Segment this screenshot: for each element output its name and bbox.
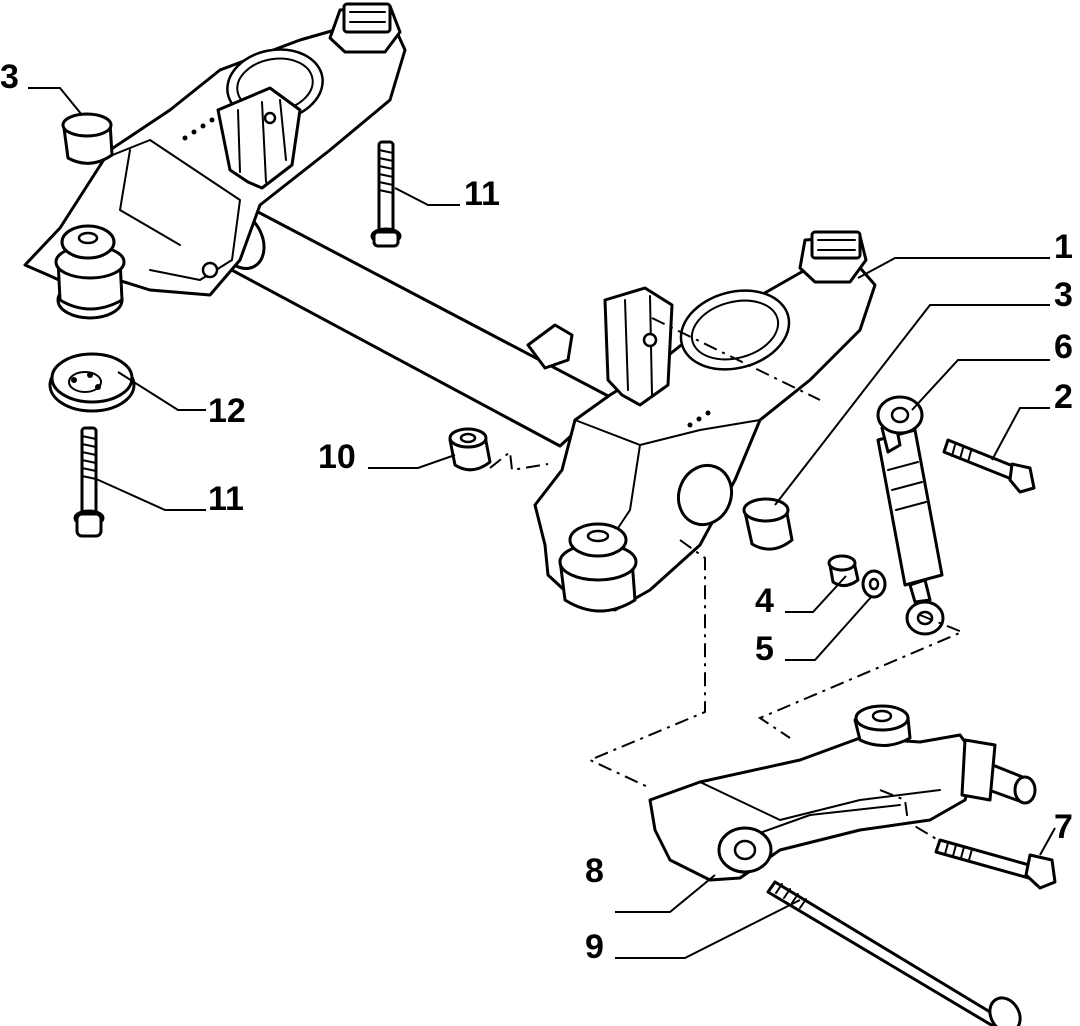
callout-labels: 3 11 1 3 6 2 12 10 11 4 5 7 8 9 — [0, 58, 1073, 966]
callout-6: 6 — [1054, 328, 1073, 366]
assembly-lines — [489, 317, 965, 841]
callout-1: 1 — [1054, 228, 1073, 266]
callout-10: 10 — [318, 438, 356, 476]
link-arm-8 — [648, 704, 1037, 882]
callout-3-left: 3 — [0, 58, 19, 96]
shock-absorber-6 — [876, 395, 945, 636]
axle-tube — [214, 210, 614, 448]
callout-8: 8 — [585, 852, 604, 890]
callout-3-right: 3 — [1054, 276, 1073, 314]
bushing-3-left — [61, 112, 114, 165]
bolt-7 — [934, 838, 1057, 890]
callout-11-lower: 11 — [208, 480, 244, 518]
callout-9: 9 — [585, 928, 604, 966]
callout-12: 12 — [208, 392, 246, 430]
bolt-9 — [766, 880, 1022, 1026]
nut-4 — [827, 554, 860, 587]
bolt-11-lower — [73, 426, 105, 538]
axle-right-arm — [526, 230, 877, 613]
washer-5 — [861, 569, 887, 599]
callout-4: 4 — [755, 582, 774, 620]
bolt-2 — [942, 438, 1036, 494]
callout-7: 7 — [1054, 808, 1073, 846]
washer-plate-12 — [48, 352, 136, 413]
nut-10 — [448, 427, 492, 472]
bushing-3-right — [742, 497, 794, 551]
axle-left-arm — [23, 2, 407, 320]
callout-5: 5 — [755, 630, 774, 668]
leader-lines — [28, 87, 1056, 959]
callout-11-upper: 11 — [464, 175, 500, 213]
bolt-11-upper — [370, 140, 402, 248]
callout-2: 2 — [1054, 378, 1073, 416]
